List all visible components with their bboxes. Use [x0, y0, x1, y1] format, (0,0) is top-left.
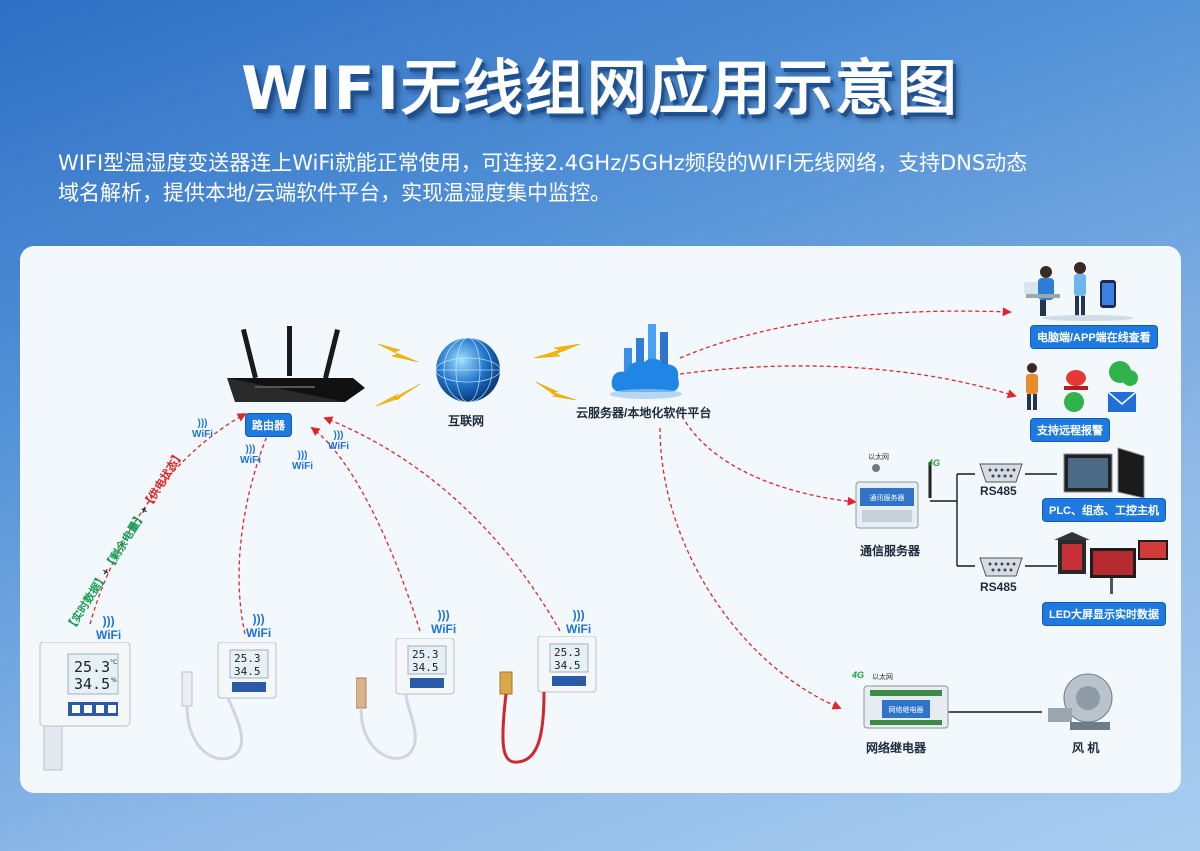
d4-hum: 34.5	[554, 659, 581, 672]
relay-screen-text: 网络继电器	[889, 705, 924, 714]
people-online-icon	[1024, 262, 1134, 321]
lightning-icon	[533, 343, 581, 359]
d1-unit-c: °C	[110, 659, 117, 666]
4g-tag: 4G	[852, 670, 865, 680]
cloud-label: 云服务器/本地化软件平台	[576, 406, 712, 420]
d4-temp: 25.3	[554, 646, 581, 659]
description-line-1: WIFI型温湿度变送器连上WiFi就能正常使用，可连接2.4GHz/5GHz频段…	[58, 151, 1028, 175]
internet-globe-icon	[435, 337, 501, 403]
link-comm-rs485	[930, 473, 975, 567]
comm-server-label: 通信服务器	[860, 544, 921, 558]
wifi-icon: )))WiFi	[192, 418, 214, 440]
wifi-icon: )))WiFi	[328, 430, 350, 452]
pc-app-label: 电脑端/APP端在线查看	[1030, 325, 1158, 349]
rs485-port-icon	[979, 463, 1023, 483]
page-description: WIFI型温湿度变送器连上WiFi就能正常使用，可连接2.4GHz/5GHz频段…	[58, 148, 1148, 208]
comm-screen-text: 通讯服务器	[870, 493, 905, 502]
plc-monitor-icon	[1063, 447, 1145, 499]
internet-label: 互联网	[448, 414, 485, 428]
d1-temp: 25.3	[74, 658, 110, 676]
rs485-port-icon	[979, 557, 1023, 577]
router-label: 路由器	[245, 413, 292, 437]
lightning-icon	[375, 383, 421, 407]
connection-lines	[89, 307, 1057, 713]
ethernet-tag: 以太网	[868, 454, 889, 461]
page-title: WIFI无线组网应用示意图	[241, 54, 959, 124]
alarm-icons	[1026, 361, 1138, 412]
wifi-icon: )))WiFi	[566, 608, 592, 636]
wifi-icon: )))WiFi	[246, 612, 272, 640]
rs485-label-2: RS485	[980, 580, 1017, 594]
ethernet-tag: 以太网	[872, 674, 893, 681]
link-device3-router	[310, 426, 421, 632]
link-cloud-pc	[679, 307, 1012, 359]
network-relay-icon: 网络继电器	[863, 685, 949, 729]
wifi-icon: )))WiFi	[96, 614, 122, 642]
description-line-2: 域名解析，提供本地/云端软件平台，实现温湿度集中监控。	[58, 181, 612, 205]
alarm-label: 支持远程报警	[1030, 418, 1110, 442]
d2-temp: 25.3	[234, 652, 261, 665]
led-label: LED大屏显示实时数据	[1042, 602, 1166, 626]
lightning-icon	[377, 343, 419, 363]
diagram-panel: 路由器 互联网 云服务器/本地化软件平台	[20, 246, 1181, 793]
link-cloud-commserver	[681, 415, 857, 506]
plc-label: PLC、组态、工控主机	[1042, 498, 1166, 522]
wifi-icon: )))WiFi	[240, 444, 262, 466]
sensor-device-4: 25.3 34.5	[499, 636, 597, 764]
fan-blower-icon	[1048, 673, 1113, 730]
link-device2-router	[238, 422, 274, 635]
sensor-device-1: 25.3 34.5 °C %	[39, 642, 131, 771]
link-device4-router	[323, 416, 561, 632]
cloud-server-icon	[610, 324, 682, 399]
fan-label: 风 机	[1072, 741, 1100, 755]
router-icon	[227, 326, 365, 402]
link-device1-router	[89, 413, 247, 625]
lightning-icon	[535, 381, 577, 401]
d3-hum: 34.5	[412, 661, 439, 674]
d3-temp: 25.3	[412, 648, 439, 661]
led-screen-icon	[1054, 532, 1168, 594]
sensor-device-2: 25.3 34.5	[181, 642, 277, 761]
wifi-icon: )))WiFi	[292, 450, 314, 472]
rs485-label-1: RS485	[980, 484, 1017, 498]
d1-unit-pct: %	[111, 677, 117, 684]
relay-label: 网络继电器	[866, 741, 927, 755]
link-cloud-relay	[659, 427, 842, 710]
link-cloud-alarm	[679, 365, 1017, 399]
sensor-device-3: 25.3 34.5	[356, 638, 455, 760]
d2-hum: 34.5	[234, 665, 261, 678]
d1-hum: 34.5	[74, 675, 110, 693]
4g-tag: 4G	[928, 458, 941, 468]
wifi-icon: )))WiFi	[431, 608, 457, 636]
comm-server-icon: 通讯服务器	[855, 462, 932, 529]
